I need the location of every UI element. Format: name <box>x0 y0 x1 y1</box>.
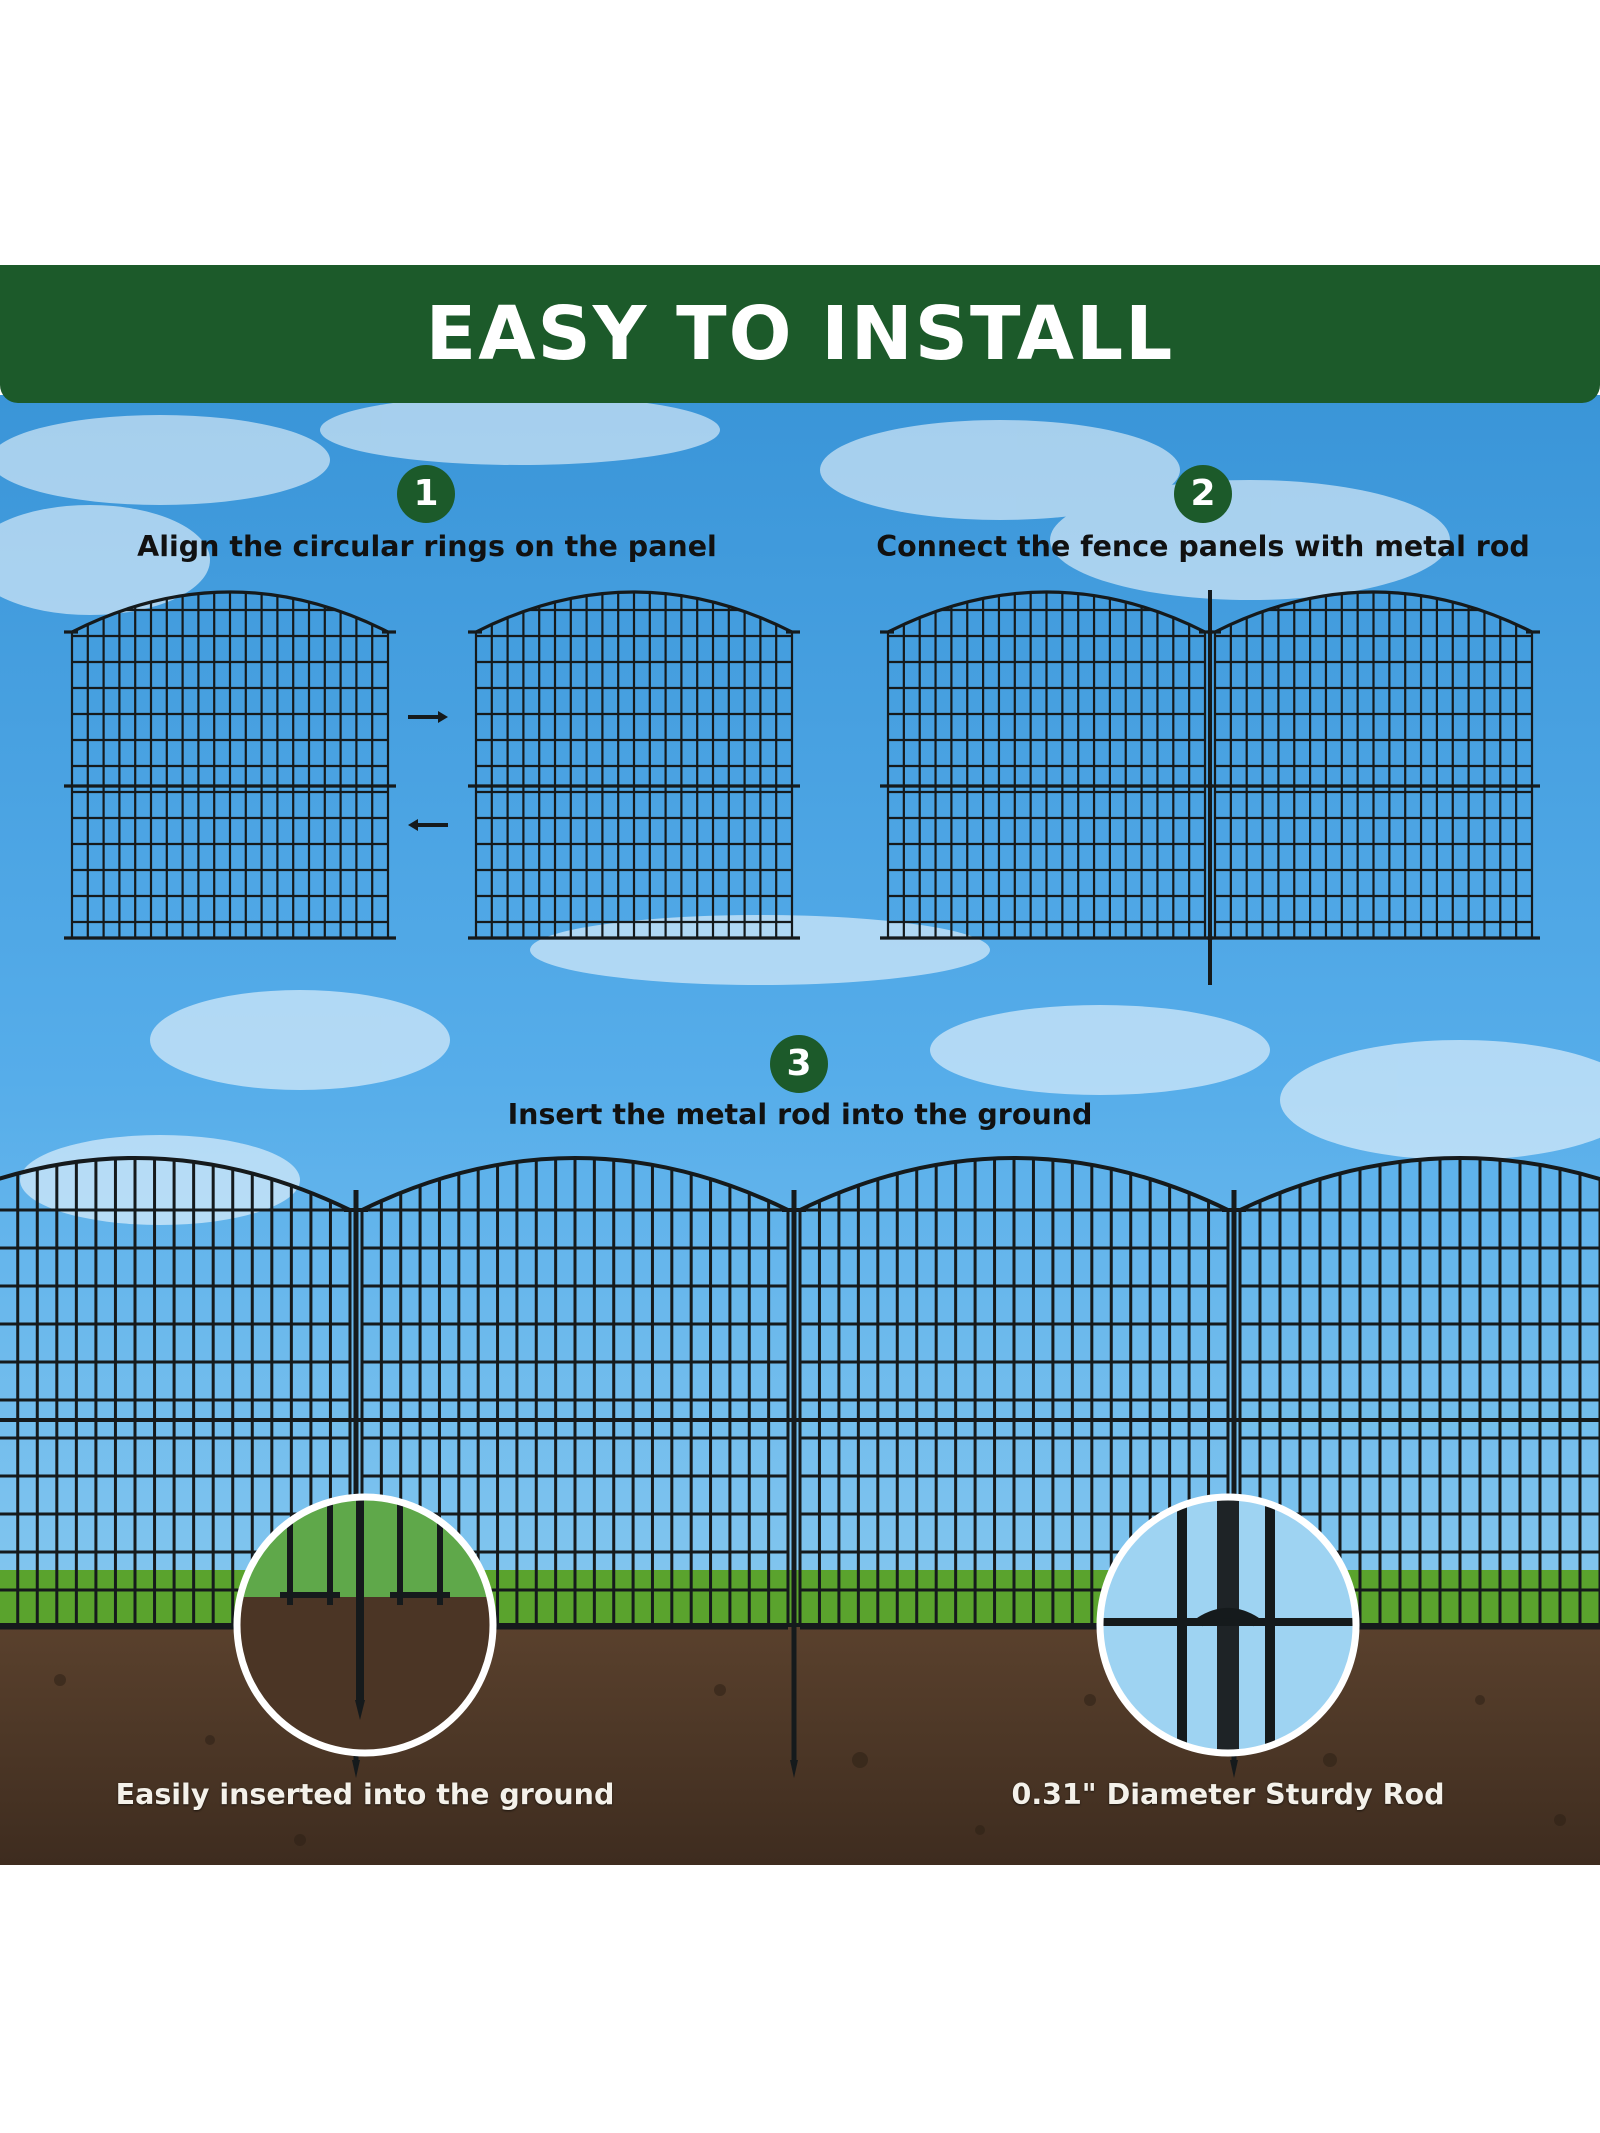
clouds <box>0 395 1600 1225</box>
step-2-right-panel <box>1207 590 1540 940</box>
step-3-rod-tip <box>1230 1760 1238 1778</box>
ground-insertion-detail <box>233 1493 497 1757</box>
step-1-left-panel <box>64 590 396 940</box>
step-3-rod-tip <box>352 1760 360 1778</box>
page-title: EASY TO INSTALL <box>425 291 1175 377</box>
step-1-right-panel <box>468 590 800 940</box>
callout-ground-text: Easily inserted into the ground <box>115 1778 615 1811</box>
step-3-panel-2 <box>354 1156 796 1630</box>
step-3-panel-3 <box>792 1156 1236 1630</box>
step-2-left-panel <box>880 590 1213 940</box>
step-2-badge: 2 <box>1174 465 1232 523</box>
step-3-rod-tip <box>790 1760 798 1778</box>
step-3-panel-1 <box>0 1156 358 1630</box>
step-3-badge: 3 <box>770 1035 828 1093</box>
header-banner: EASY TO INSTALL <box>0 265 1600 403</box>
callout-rod-text: 0.31" Diameter Sturdy Rod <box>1011 1778 1445 1811</box>
arrow-left-icon <box>408 819 448 831</box>
step-2-text: Connect the fence panels with metal rod <box>876 530 1530 563</box>
arrow-right-icon <box>408 711 448 723</box>
step-1-badge: 1 <box>397 465 455 523</box>
rod-diameter-detail <box>1096 1493 1360 1757</box>
step-1-text: Align the circular rings on the panel <box>137 530 717 563</box>
step-3-text: Insert the metal rod into the ground <box>507 1098 1093 1131</box>
